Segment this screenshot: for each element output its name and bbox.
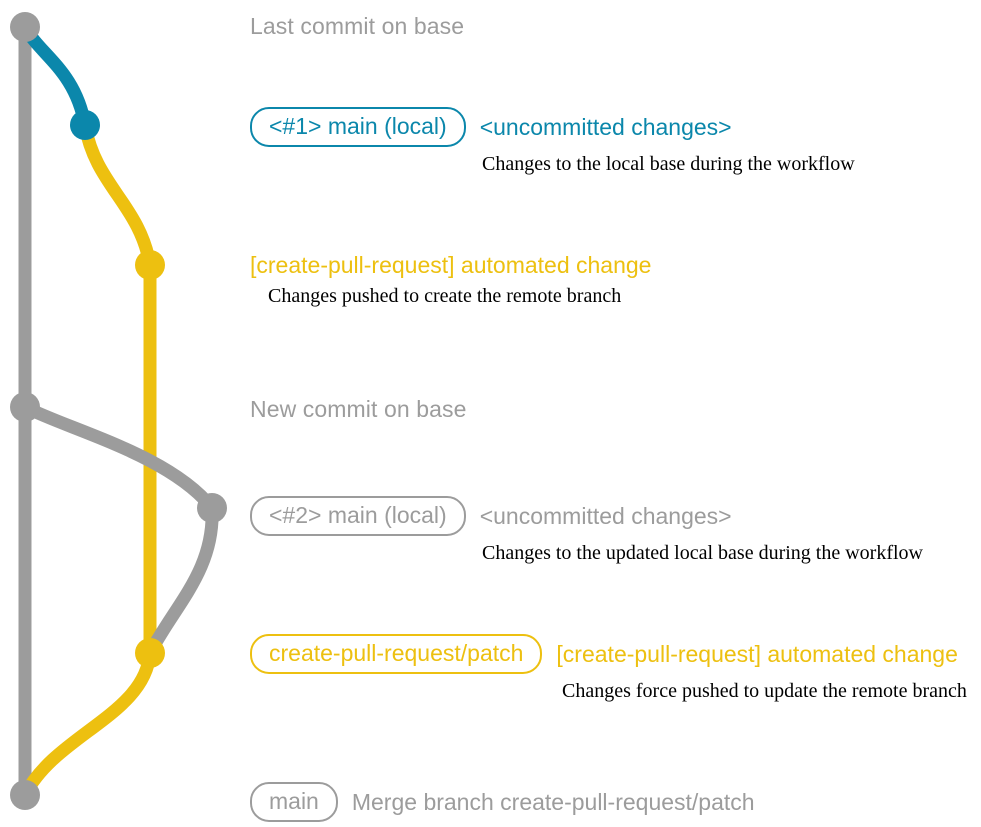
row-remote-commit-1: [create-pull-request] automated change C… [250, 252, 651, 308]
commit-sub-note: Changes to the local base during the wor… [482, 153, 855, 175]
badge-line: create-pull-request/patch [create-pull-r… [250, 634, 967, 674]
commit-message: Merge branch create-pull-request/patch [351, 788, 755, 815]
branch-badge-main[interactable]: main [250, 782, 338, 822]
commit-heading-text: Last commit on base [250, 13, 465, 39]
row-last-commit-on-base: Last commit on base [250, 13, 464, 40]
row-new-commit-on-base: New commit on base [250, 396, 467, 423]
badge-line: [create-pull-request] automated change [250, 252, 651, 279]
commit-message: <uncommitted changes> [479, 113, 732, 140]
row-local-commit-2: <#2> main (local) <uncommitted changes> … [250, 496, 923, 565]
commit-message: <uncommitted changes> [479, 502, 732, 529]
row-remote-commit-2: create-pull-request/patch [create-pull-r… [250, 634, 967, 703]
commit-sub-note: Changes to the updated local base during… [482, 542, 923, 564]
badge-line: main Merge branch create-pull-request/pa… [250, 782, 755, 822]
badge-line: <#2> main (local) <uncommitted changes> [250, 496, 923, 536]
commit-message: [create-pull-request] automated change [250, 252, 652, 278]
badge-line: <#1> main (local) <uncommitted changes> [250, 107, 855, 147]
branch-badge-main-local-1[interactable]: <#1> main (local) [250, 107, 466, 147]
commit-sub-note: Changes force pushed to update the remot… [562, 680, 967, 702]
commit-message: [create-pull-request] automated change [556, 640, 958, 667]
commit-sub-note: Changes pushed to create the remote bran… [268, 285, 622, 307]
branch-badge-create-pull-request-patch[interactable]: create-pull-request/patch [250, 634, 543, 674]
row-local-commit-1: <#1> main (local) <uncommitted changes> … [250, 107, 855, 176]
row-merge-commit: main Merge branch create-pull-request/pa… [250, 782, 755, 822]
commit-heading-text: New commit on base [250, 396, 467, 422]
branch-badge-main-local-2[interactable]: <#2> main (local) [250, 496, 466, 536]
